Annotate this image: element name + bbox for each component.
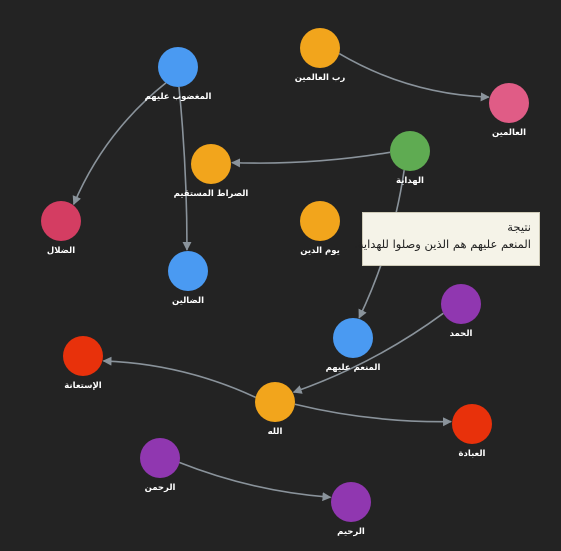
- node-circle-maghdub[interactable]: [158, 47, 198, 87]
- node-label-hamd: الحمد: [450, 329, 473, 339]
- edge-hidaya-to-sirat: [231, 151, 391, 168]
- node-label-allah: الله: [268, 427, 283, 437]
- edge-rabb-to-alamin: [338, 52, 490, 102]
- node-alamin[interactable]: العالمين: [489, 83, 529, 138]
- node-dallin[interactable]: الضالين: [168, 251, 208, 306]
- node-circle-munam[interactable]: [333, 318, 373, 358]
- node-circle-rahim[interactable]: [331, 482, 371, 522]
- node-ibada[interactable]: العبادة: [452, 404, 492, 459]
- node-label-rahim: الرحيم: [337, 527, 365, 537]
- node-dalal[interactable]: الضلال: [41, 201, 81, 256]
- node-circle-rahman[interactable]: [140, 438, 180, 478]
- node-label-alamin: العالمين: [492, 128, 526, 138]
- node-label-istiana: الإستعانة: [64, 381, 101, 391]
- node-rahim[interactable]: الرحيم: [331, 482, 371, 537]
- node-label-dalal: الضلال: [47, 246, 75, 256]
- edge-hamd-to-allah: [292, 312, 444, 394]
- node-label-maghdub: المغضوب عليهم: [145, 92, 212, 102]
- node-label-sirat: الصراط المستقيم: [174, 189, 249, 199]
- node-circle-allah[interactable]: [255, 382, 295, 422]
- tooltip: نتيجة المنعم عليهم هم الذين وصلوا للهداي…: [354, 212, 540, 266]
- node-label-hidaya: الهداية: [396, 176, 424, 186]
- node-sirat[interactable]: الصراط المستقيم: [174, 144, 249, 199]
- node-circle-dallin[interactable]: [168, 251, 208, 291]
- nodes-layer: رب العالمين العالمين المغضوب عليهم الهداية ا…: [41, 28, 529, 537]
- node-circle-rabb[interactable]: [300, 28, 340, 68]
- tooltip-title: نتيجة: [507, 220, 531, 234]
- node-istiana[interactable]: الإستعانة: [63, 336, 103, 391]
- edge-allah-to-istiana: [102, 356, 256, 399]
- tooltip-body: المنعم عليهم هم الذين وصلوا للهداية.: [354, 237, 531, 251]
- node-label-rahman: الرحمن: [145, 483, 176, 493]
- node-label-ibada: العبادة: [459, 449, 486, 459]
- node-label-munam: المنعم عليهم: [326, 363, 381, 373]
- node-rabb[interactable]: رب العالمين: [295, 28, 346, 83]
- node-circle-sirat[interactable]: [191, 144, 231, 184]
- node-label-yawm: يوم الدين: [300, 246, 340, 256]
- node-rahman[interactable]: الرحمن: [140, 438, 180, 493]
- edge-rahman-to-rahim: [179, 461, 332, 502]
- node-hamd[interactable]: الحمد: [441, 284, 481, 339]
- node-hidaya[interactable]: الهداية: [390, 131, 430, 186]
- node-allah[interactable]: الله: [255, 382, 295, 437]
- node-circle-alamin[interactable]: [489, 83, 529, 123]
- node-circle-yawm[interactable]: [300, 201, 340, 241]
- node-label-dallin: الضالين: [172, 296, 204, 306]
- node-circle-hamd[interactable]: [441, 284, 481, 324]
- node-circle-hidaya[interactable]: [390, 131, 430, 171]
- node-circle-dalal[interactable]: [41, 201, 81, 241]
- edge-maghdub-to-dallin: [178, 86, 192, 251]
- node-munam[interactable]: المنعم عليهم: [326, 318, 381, 373]
- node-maghdub[interactable]: المغضوب عليهم: [145, 47, 212, 102]
- node-label-rabb: رب العالمين: [295, 73, 346, 83]
- node-circle-ibada[interactable]: [452, 404, 492, 444]
- node-yawm[interactable]: يوم الدين: [300, 201, 340, 256]
- edge-allah-to-ibada: [294, 403, 453, 427]
- edge-maghdub-to-dalal: [72, 82, 167, 206]
- node-circle-istiana[interactable]: [63, 336, 103, 376]
